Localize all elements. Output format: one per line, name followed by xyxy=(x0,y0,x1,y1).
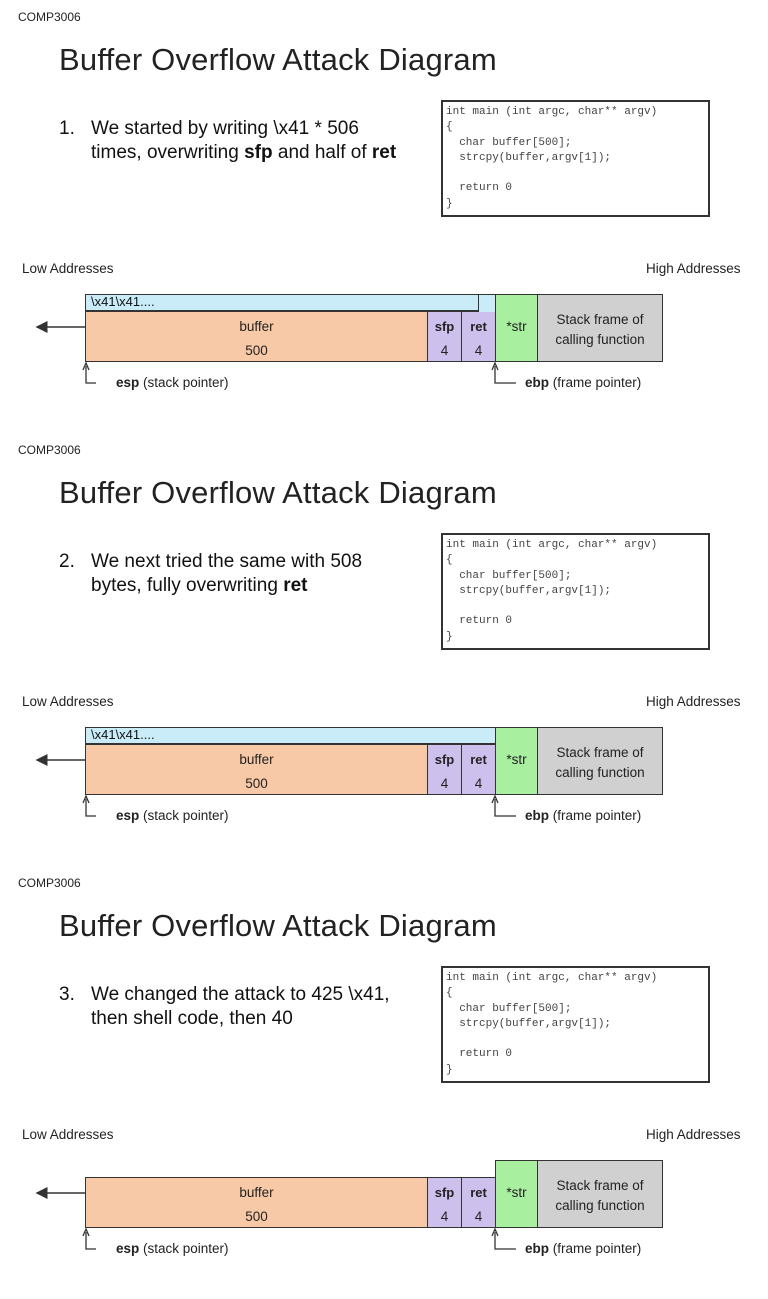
ebp-arrow xyxy=(494,366,516,384)
slide-title: Buffer Overflow Attack Diagram xyxy=(59,908,497,943)
ebp-arrow xyxy=(494,1232,516,1250)
ret-label: ret xyxy=(470,319,487,334)
high-addresses-label: High Addresses xyxy=(646,694,741,709)
stack-diagram: buffer 500 sfp 4 ret 4 *str Stack frame … xyxy=(85,1160,665,1230)
buffer-label: buffer xyxy=(239,319,274,334)
course-code: COMP3006 xyxy=(18,876,81,890)
buffer-cell: buffer 500 xyxy=(85,1177,428,1228)
step-description: 2. We next tried the same with 508 bytes… xyxy=(59,550,404,598)
sfp-label: sfp xyxy=(434,752,455,767)
ret-size: 4 xyxy=(474,776,483,791)
low-addresses-label: Low Addresses xyxy=(22,261,114,276)
overflow-bar: \x41\x41.... xyxy=(85,294,480,311)
pointer-arrows xyxy=(35,1187,516,1250)
esp-arrow xyxy=(85,366,96,384)
esp-arrow-head xyxy=(82,361,90,371)
calling-frame-cell: Stack frame of calling function xyxy=(537,727,663,795)
step-number: 1. xyxy=(59,118,75,139)
slide: COMP3006 Buffer Overflow Attack Diagram … xyxy=(0,866,768,1299)
calling-frame-cell: Stack frame of calling function xyxy=(537,294,663,362)
ret-cell: ret 4 xyxy=(461,311,496,362)
buffer-size: 500 xyxy=(245,1209,268,1224)
buffer-label: buffer xyxy=(239,1185,274,1200)
sfp-cell: sfp 4 xyxy=(427,744,462,795)
ebp-label: ebp (frame pointer) xyxy=(525,1241,642,1256)
step-text-part: We started by writing \x41 * 506 times, … xyxy=(91,118,359,163)
step-keyword: ret xyxy=(371,142,397,163)
ret-label: ret xyxy=(470,1185,487,1200)
step-text-part: and half of xyxy=(272,142,372,163)
step-keyword: sfp xyxy=(244,142,273,163)
str-cell: *str xyxy=(495,727,538,795)
buffer-label: buffer xyxy=(239,752,274,767)
buffer-cell: buffer 500 xyxy=(85,311,428,362)
step-text: We started by writing \x41 * 506 times, … xyxy=(91,117,404,165)
sfp-size: 4 xyxy=(440,343,449,358)
ebp-arrow-head xyxy=(491,361,499,371)
overflow-partial-ret xyxy=(478,294,496,312)
code-box: int main (int argc, char** argv) { char … xyxy=(441,533,710,650)
step-description: 1. We started by writing \x41 * 506 time… xyxy=(59,117,404,165)
esp-label: esp (stack pointer) xyxy=(116,1241,229,1256)
ebp-arrow xyxy=(494,799,516,817)
esp-arrow xyxy=(85,1232,96,1250)
esp-arrow-head xyxy=(82,794,90,804)
str-label: *str xyxy=(506,319,527,334)
slide-title: Buffer Overflow Attack Diagram xyxy=(59,475,497,510)
str-cell: *str xyxy=(495,1160,538,1228)
stack-diagram: \x41\x41.... buffer 500 sfp 4 ret 4 *str… xyxy=(85,294,665,364)
str-cell: *str xyxy=(495,294,538,362)
slide: COMP3006 Buffer Overflow Attack Diagram … xyxy=(0,433,768,866)
sfp-cell: sfp 4 xyxy=(427,1177,462,1228)
sfp-size: 4 xyxy=(440,1209,449,1224)
step-text-part: We next tried the same with 508 bytes, f… xyxy=(91,551,363,596)
slide-title: Buffer Overflow Attack Diagram xyxy=(59,42,497,77)
step-text: We next tried the same with 508 bytes, f… xyxy=(91,550,404,598)
str-label: *str xyxy=(506,1185,527,1200)
overflow-bar: \x41\x41.... xyxy=(85,727,496,744)
calling-frame-label: Stack frame of calling function xyxy=(555,745,645,780)
sfp-label: sfp xyxy=(434,319,455,334)
code-box: int main (int argc, char** argv) { char … xyxy=(441,100,710,217)
sfp-size: 4 xyxy=(440,776,449,791)
esp-label: esp (stack pointer) xyxy=(116,375,229,390)
sfp-cell: sfp 4 xyxy=(427,311,462,362)
ret-size: 4 xyxy=(474,1209,483,1224)
buffer-size: 500 xyxy=(245,343,268,358)
stack-diagram: \x41\x41.... buffer 500 sfp 4 ret 4 *str… xyxy=(85,727,665,797)
step-number: 2. xyxy=(59,551,75,572)
ret-size: 4 xyxy=(474,343,483,358)
course-code: COMP3006 xyxy=(18,10,81,24)
buffer-size: 500 xyxy=(245,776,268,791)
slide: COMP3006 Buffer Overflow Attack Diagram … xyxy=(0,0,768,433)
calling-frame-label: Stack frame of calling function xyxy=(555,1178,645,1213)
ret-label: ret xyxy=(470,752,487,767)
ebp-label: ebp (frame pointer) xyxy=(525,808,642,823)
low-addresses-label: Low Addresses xyxy=(22,694,114,709)
buffer-cell: buffer 500 xyxy=(85,744,428,795)
ret-cell: ret 4 xyxy=(461,1177,496,1228)
calling-frame-cell: Stack frame of calling function xyxy=(537,1160,663,1228)
ebp-label: ebp (frame pointer) xyxy=(525,375,642,390)
calling-frame-label: Stack frame of calling function xyxy=(555,312,645,347)
str-label: *str xyxy=(506,752,527,767)
pointer-arrows xyxy=(35,321,516,384)
step-keyword: ret xyxy=(283,575,308,596)
high-addresses-label: High Addresses xyxy=(646,261,741,276)
pointer-arrows xyxy=(35,754,516,817)
ebp-arrow-head xyxy=(491,794,499,804)
course-code: COMP3006 xyxy=(18,443,81,457)
step-number: 3. xyxy=(59,984,75,1005)
ret-cell: ret 4 xyxy=(461,744,496,795)
sfp-label: sfp xyxy=(434,1185,455,1200)
esp-arrow xyxy=(85,799,96,817)
esp-label: esp (stack pointer) xyxy=(116,808,229,823)
